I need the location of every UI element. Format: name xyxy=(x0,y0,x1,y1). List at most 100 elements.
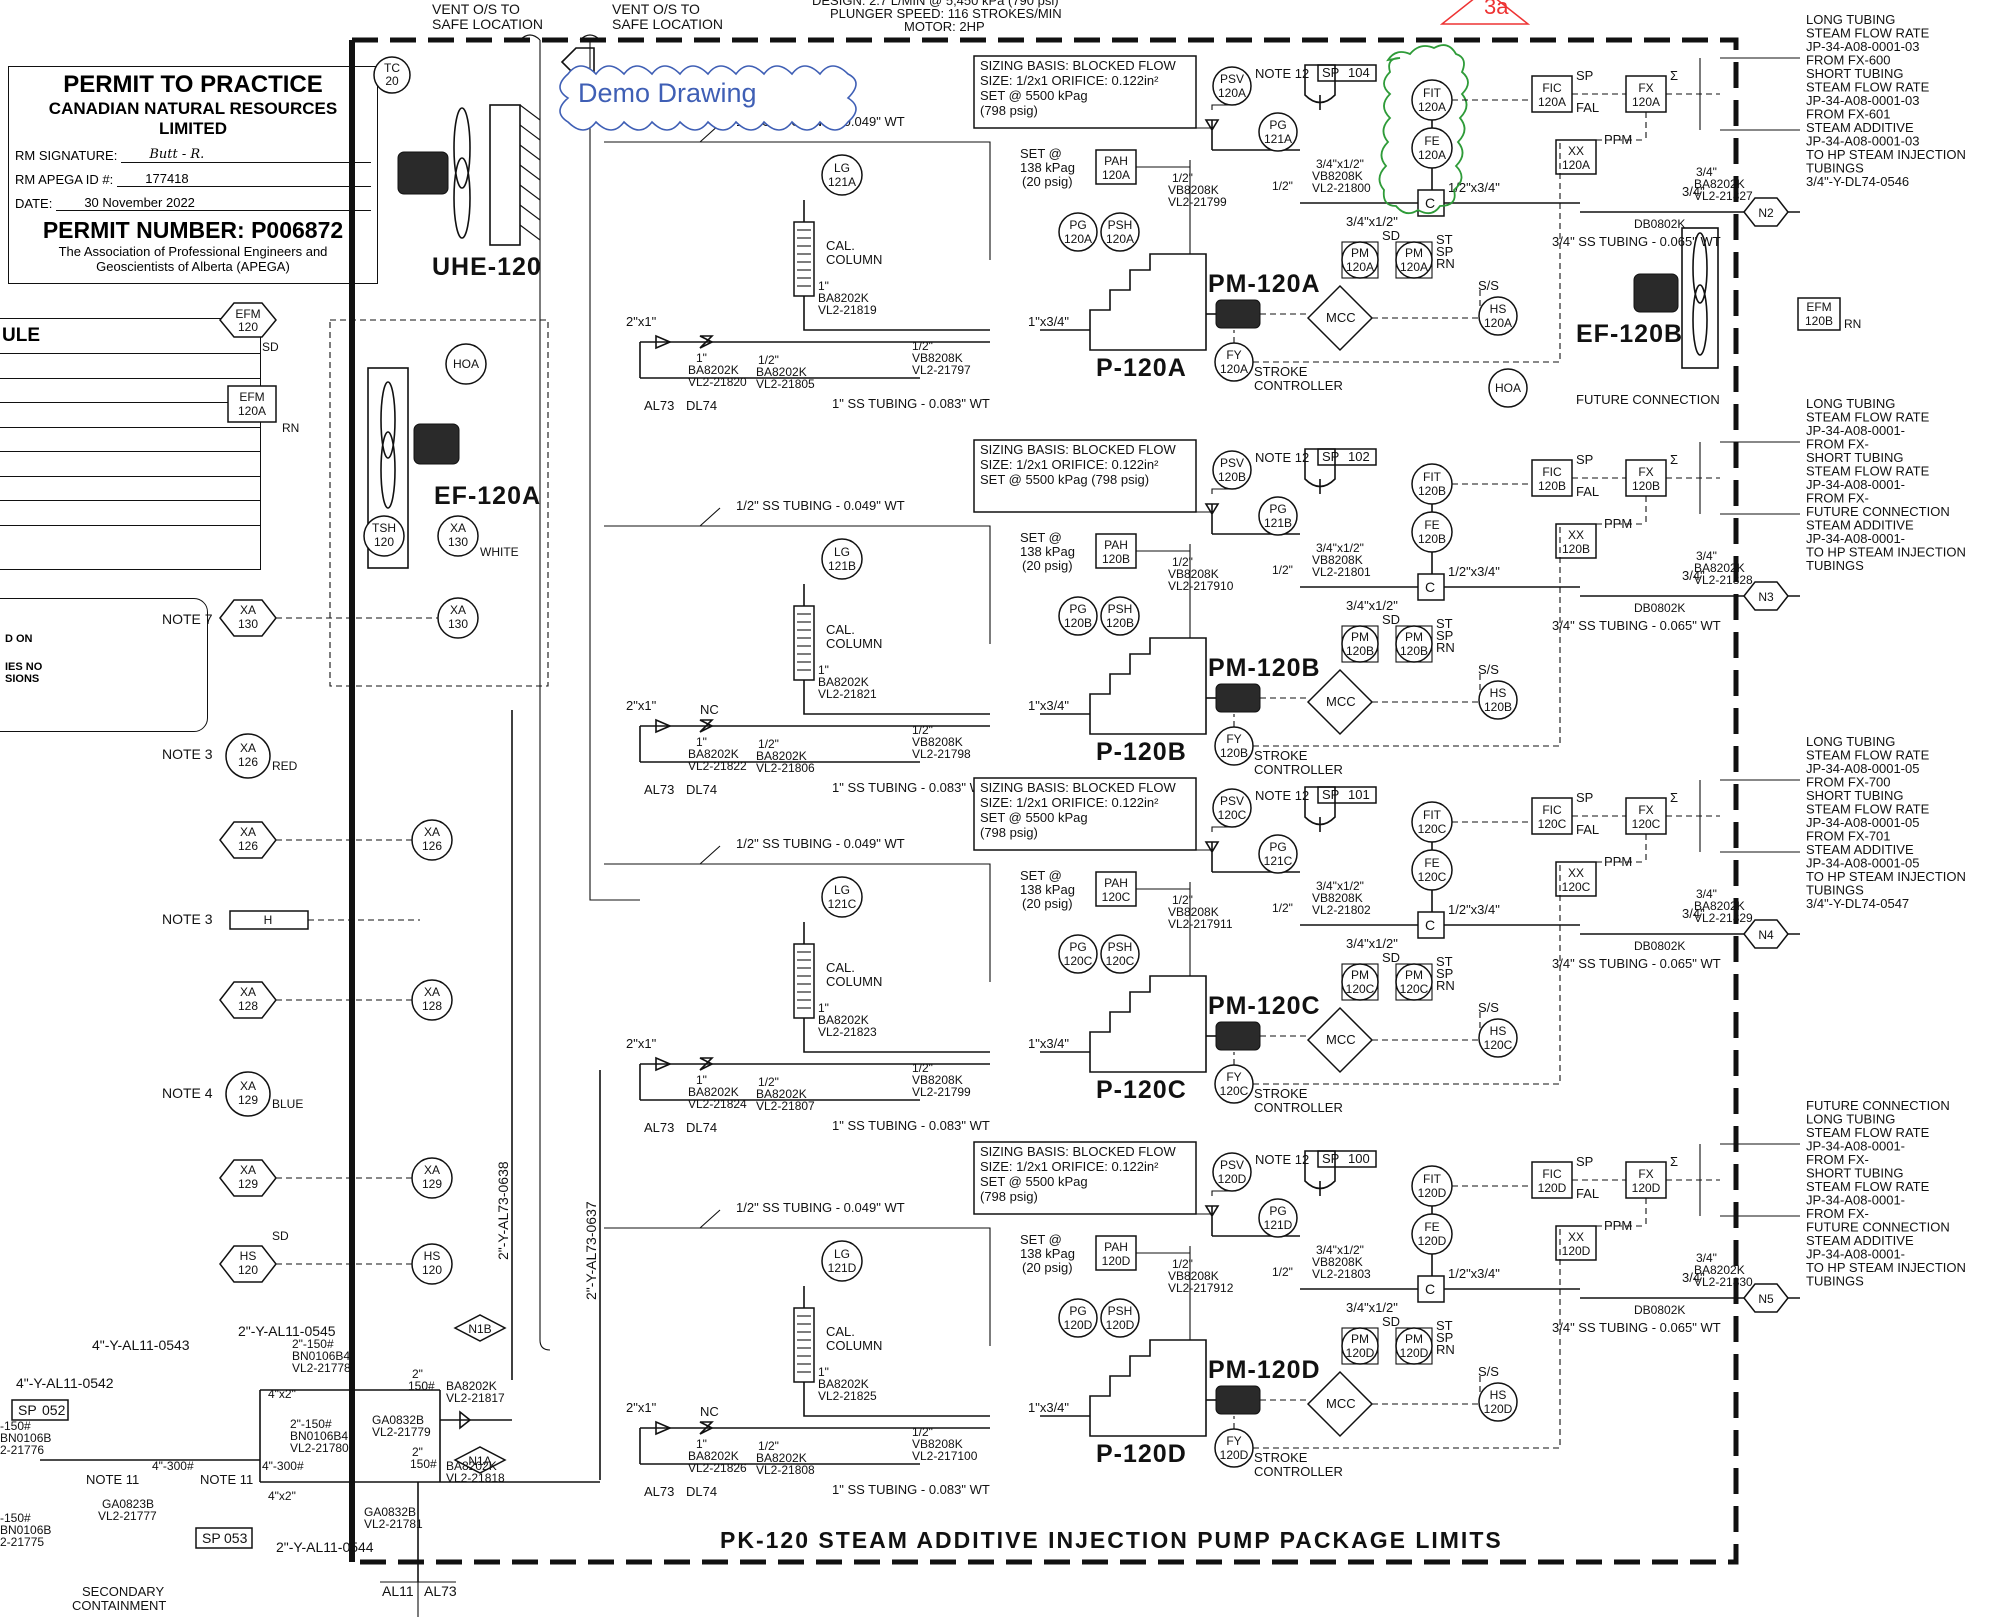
plunger-pump xyxy=(1089,637,1207,735)
xa-tag: XA xyxy=(424,985,440,999)
valve-symbol xyxy=(699,335,714,349)
xx-tag: XX xyxy=(1568,1230,1584,1244)
tie-in-text: JP-34-A08-0001-03 xyxy=(1806,39,1919,54)
controller-label: CONTROLLER xyxy=(1254,1100,1343,1115)
controller-label: CONTROLLER xyxy=(1254,1464,1343,1479)
pm-frame xyxy=(1341,1327,1379,1365)
schedule-row xyxy=(0,354,260,379)
hs-tag: 120D xyxy=(1484,1402,1513,1416)
suction-header xyxy=(639,329,1090,379)
xa-tag: 128 xyxy=(238,999,258,1013)
flange-tag: VL2-21777 xyxy=(98,1509,157,1523)
containment-label: CONTAINMENT xyxy=(72,1598,166,1613)
permit-company: CANADIAN NATURAL RESOURCES LIMITED xyxy=(48,99,338,138)
size-label: 1/2"x3/4" xyxy=(1448,564,1500,579)
fic-tag: 120B xyxy=(1538,479,1566,493)
pah-box xyxy=(1095,533,1137,569)
n1a-tag xyxy=(453,1446,507,1474)
flange-tag: VL2-21817 xyxy=(446,1391,505,1405)
n1b-tag xyxy=(453,1314,507,1342)
size-label: 3/4"x1/2" xyxy=(1316,157,1364,171)
hs-tag: 120C xyxy=(1484,1038,1513,1052)
hs-tag: 120B xyxy=(1484,700,1512,714)
valve-tag: VB8208K xyxy=(1168,183,1219,197)
dl74-label: DL74 xyxy=(686,1120,717,1135)
size-label: 1/2" xyxy=(1272,179,1293,193)
valve-tag: BA8202K xyxy=(688,1449,739,1463)
set-note: SET @ xyxy=(1020,868,1062,883)
mcc-label: MCC xyxy=(1326,694,1356,709)
fe-tag: FE xyxy=(1424,134,1439,148)
fy-tag: FY xyxy=(1226,1070,1241,1084)
valve-tag: VL2-21799 xyxy=(912,1085,971,1099)
fal-label: FAL xyxy=(1576,822,1599,837)
vent-note: VENT O/S TO xyxy=(432,1,520,17)
stroke-label: STROKE xyxy=(1254,364,1308,379)
line-0638: 2"-Y-AL73-0638 xyxy=(495,1161,511,1260)
sizing-basis-text: SIZING BASIS: BLOCKED FLOW xyxy=(980,58,1176,73)
size-label: 1/2"x3/4" xyxy=(1448,1266,1500,1281)
tubing-label: 1/2" SS TUBING - 0.049" WT xyxy=(736,1200,905,1215)
sizing-basis-text: (798 psig) xyxy=(980,1189,1038,1204)
pump-label: P-120B xyxy=(1096,738,1187,766)
size-label: 3/4"x1/2" xyxy=(1316,879,1364,893)
xa-tag: XA xyxy=(240,985,256,999)
psv-tag: PSV xyxy=(1220,72,1244,86)
fit-tag: FIT xyxy=(1423,1172,1442,1186)
flange-tag: 2" xyxy=(412,1367,423,1381)
size-label: 1/2" xyxy=(758,1439,779,1453)
schedule-row xyxy=(0,403,260,428)
tc-tag: 20 xyxy=(385,74,399,88)
psv-vent-line xyxy=(1196,1190,1236,1215)
xa-tag: 130 xyxy=(238,617,258,631)
note11-label: NOTE 11 xyxy=(86,1472,139,1487)
revision-triangle xyxy=(1440,0,1530,25)
fe-tag: 120A xyxy=(1418,148,1446,162)
tie-in-text: FROM FX-701 xyxy=(1806,829,1891,844)
pah-tag: PAH xyxy=(1104,538,1128,552)
hs-tag: HS xyxy=(240,1249,257,1263)
size-label: 3/4" xyxy=(1682,1270,1705,1285)
schedule-row xyxy=(0,428,260,452)
tie-in-text: FUTURE CONNECTION xyxy=(1806,1220,1950,1235)
sigma-label: Σ xyxy=(1670,68,1678,83)
size-label: 1"x3/4" xyxy=(1028,698,1069,713)
ss-label: S/S xyxy=(1478,1364,1499,1379)
ss-label: S/S xyxy=(1478,278,1499,293)
suction-line xyxy=(803,584,990,715)
set-note: (20 psig) xyxy=(1022,896,1073,911)
fe-tag: 120D xyxy=(1418,1234,1447,1248)
fic-tag: FIC xyxy=(1542,81,1562,95)
ss-label: S/S xyxy=(1478,662,1499,677)
permit-heading: PERMIT TO PRACTICE xyxy=(63,71,323,98)
xx-box xyxy=(1555,139,1597,175)
fx-tag: 120C xyxy=(1632,817,1661,831)
pg-121-bubble xyxy=(1258,112,1298,152)
hs-tag: HS xyxy=(1490,302,1507,316)
size-label: 1/2" xyxy=(1172,171,1193,185)
fe-tag: 120C xyxy=(1418,870,1447,884)
valve-symbol xyxy=(699,1421,714,1435)
pg-bubble xyxy=(1058,934,1098,974)
valve-symbol xyxy=(459,1410,472,1430)
fan-motor xyxy=(397,151,449,195)
c-label: C xyxy=(1425,195,1435,211)
xa130-bubble xyxy=(437,515,479,557)
rm-signature-row: RM SIGNATURE: Butt - R. xyxy=(15,147,371,163)
fy-tag: 120C xyxy=(1220,1084,1249,1098)
flange-tag: VL2-21778 xyxy=(292,1361,351,1375)
hs-bubble xyxy=(1478,296,1518,336)
xa-tag: XA xyxy=(240,1079,256,1093)
psv-tag: PSV xyxy=(1220,456,1244,470)
size-label: 3/4"x1/2" xyxy=(1316,1243,1364,1257)
tie-in-text: SHORT TUBING xyxy=(1806,1166,1904,1181)
pg-121-bubble xyxy=(1258,1198,1298,1238)
sp-box xyxy=(1317,448,1377,466)
pah-tag: 120D xyxy=(1102,1254,1131,1268)
xx-box xyxy=(1555,1225,1597,1261)
size-label: 3/4" xyxy=(1696,165,1717,179)
pm-tag: 120A xyxy=(1400,260,1428,274)
xa-tag: 126 xyxy=(422,839,442,853)
pump-motor xyxy=(1215,1021,1261,1051)
